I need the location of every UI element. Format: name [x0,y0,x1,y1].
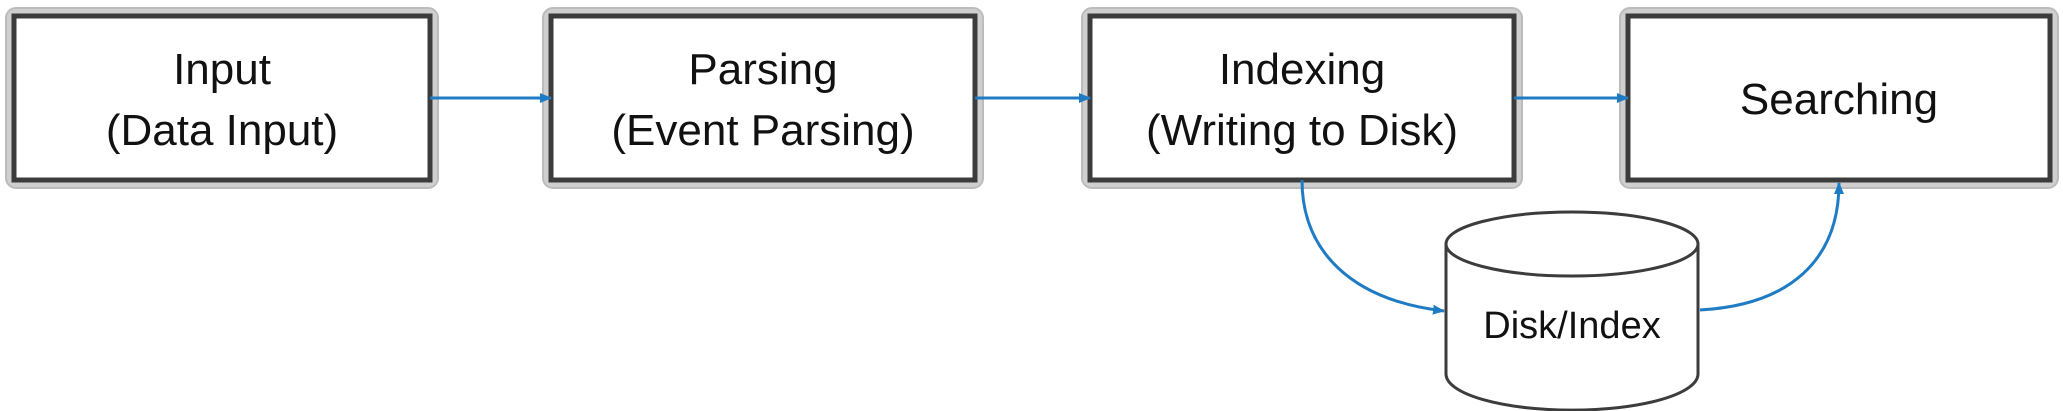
disk-index-cylinder: Disk/Index [1444,210,1700,411]
stage-input-title: Input [173,45,271,94]
stage-input-subtitle: (Data Input) [106,106,338,155]
stage-input: Input (Data Input) [5,7,439,189]
disk-index-label: Disk/Index [1483,305,1660,347]
stage-parsing: Parsing (Event Parsing) [542,7,984,189]
stage-indexing-subtitle: (Writing to Disk) [1146,106,1458,155]
stage-indexing: Indexing (Writing to Disk) [1081,7,1523,189]
stage-parsing-title: Parsing [688,45,837,94]
stage-searching-title: Searching [1740,75,1938,124]
stage-indexing-title: Indexing [1219,45,1385,94]
arrow-indexing-to-disk [1300,179,1445,315]
stage-searching: Searching [1619,7,2059,189]
arrow-disk-to-searching [1699,182,1844,312]
stage-parsing-subtitle: (Event Parsing) [611,106,914,155]
